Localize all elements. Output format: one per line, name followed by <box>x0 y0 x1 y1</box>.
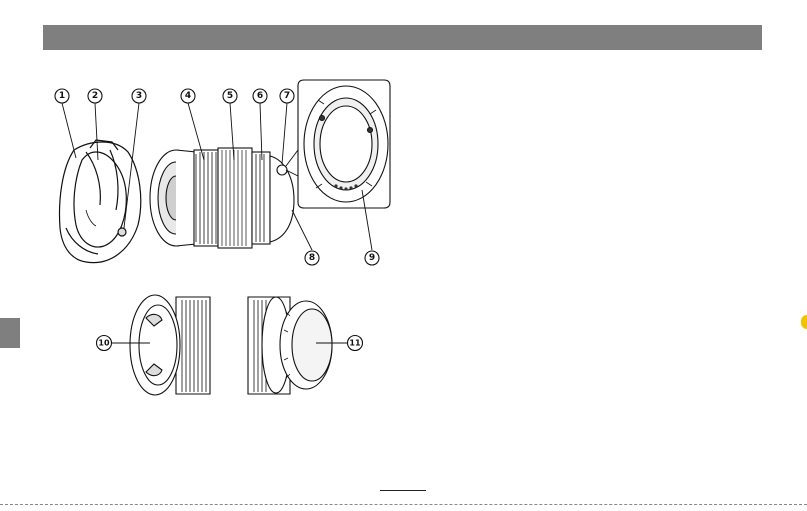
front-cap-illustration <box>130 295 210 395</box>
callout-number: 9 <box>369 253 375 263</box>
callout-marker-10: 10 <box>97 336 112 351</box>
callout-marker-3: 3 <box>132 89 146 103</box>
callout-number: 11 <box>349 339 361 348</box>
rear-cap-illustration <box>248 297 332 394</box>
callout-marker-4: 4 <box>181 89 195 103</box>
callout-number: 7 <box>284 91 290 101</box>
callout-number: 4 <box>185 91 191 101</box>
callout-number: 8 <box>309 253 315 263</box>
callout-marker-2: 2 <box>88 89 102 103</box>
callout-marker-9: 9 <box>365 251 379 265</box>
callout-marker-11: 11 <box>348 336 363 351</box>
callout-number: 2 <box>92 91 98 101</box>
callout-marker-6: 6 <box>253 89 267 103</box>
lens-hood-illustration <box>60 140 141 263</box>
callout-marker-1: 1 <box>55 89 69 103</box>
callout-number: 10 <box>98 339 110 348</box>
callout-number: 6 <box>257 91 263 101</box>
callout-marker-5: 5 <box>223 89 237 103</box>
callout-number: 3 <box>136 91 142 101</box>
callout-number: 1 <box>59 91 65 101</box>
lens-mount-detail <box>286 80 390 208</box>
callout-marker-8: 8 <box>305 251 319 265</box>
callout-marker-7: 7 <box>280 89 294 103</box>
callout-number: 5 <box>227 91 233 101</box>
lens-body-illustration <box>150 148 294 248</box>
